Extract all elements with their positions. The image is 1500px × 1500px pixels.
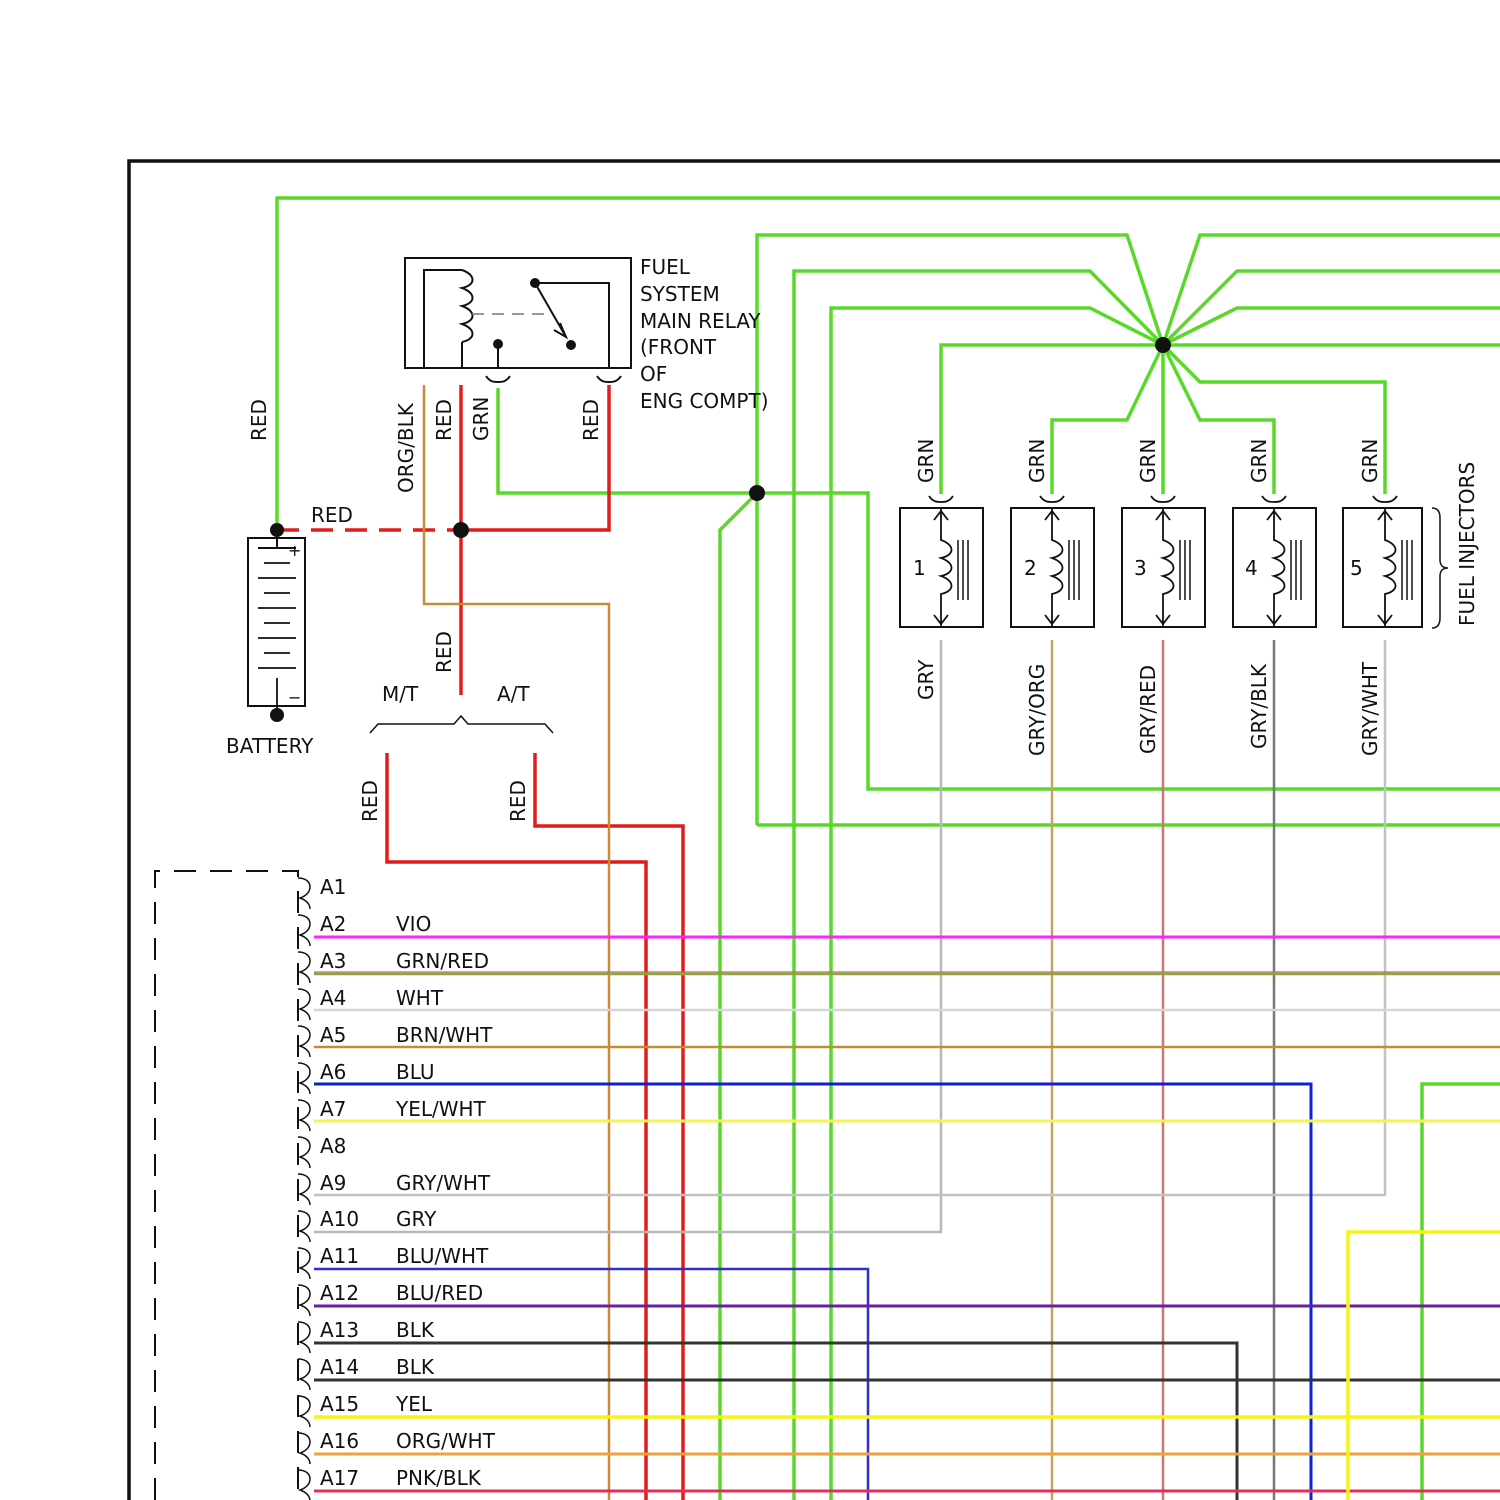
- injector-3-feed-label: GRN: [1136, 439, 1160, 483]
- wire-label-a15: YEL: [395, 1392, 433, 1416]
- wire-label-a2: VIO: [396, 912, 431, 936]
- relay-title-line-1: FUEL: [640, 255, 691, 279]
- injector-5-feed-label: GRN: [1358, 439, 1382, 483]
- injector-1-feed-label: GRN: [914, 439, 938, 483]
- wire-label-a3: GRN/RED: [396, 949, 489, 973]
- wire-grn-lower-right: [1422, 1084, 1500, 1500]
- injector-2-out-label: GRY/ORG: [1025, 664, 1049, 756]
- junction-dot-red: [453, 522, 469, 538]
- wire-label-a11: BLU/WHT: [396, 1244, 489, 1268]
- connector-pin-labels: A1 A2 A3 A4 A5 A6 A7 A8 A9 A10 A11 A12 A…: [320, 875, 359, 1490]
- wire-org-blk: [424, 385, 609, 1500]
- label-red-relay2: RED: [579, 399, 603, 441]
- wire-label-a6: BLU: [396, 1060, 435, 1084]
- junction-dot-grn: [749, 485, 765, 501]
- pin-a16: A16: [320, 1429, 359, 1453]
- pin-a10: A10: [320, 1207, 359, 1231]
- wire-label-a13: BLK: [396, 1318, 435, 1342]
- pin-a7: A7: [320, 1097, 346, 1121]
- injector-2-feed-label: GRN: [1025, 439, 1049, 483]
- wire-label-a7: YEL/WHT: [395, 1097, 487, 1121]
- injector-5-out-label: GRY/WHT: [1358, 661, 1382, 756]
- injector-5-number: 5: [1350, 556, 1363, 580]
- relay-title-line-4: (FRONT: [640, 335, 717, 359]
- junction-dot-splice: [1155, 337, 1171, 353]
- label-red-battery-vertical: RED: [247, 399, 271, 441]
- injector-3-number: 3: [1134, 556, 1147, 580]
- battery-plus-sign: +: [288, 541, 301, 560]
- injector-1-out-label: GRY: [914, 659, 938, 700]
- pin-a9: A9: [320, 1171, 346, 1195]
- pin-a4: A4: [320, 986, 346, 1010]
- wire-grn-right3: [1163, 308, 1500, 345]
- injector-group-label: FUEL INJECTORS: [1455, 462, 1479, 626]
- relay-title-line-5: OF: [640, 362, 667, 386]
- pin-a15: A15: [320, 1392, 359, 1416]
- label-red-relay1: RED: [432, 399, 456, 441]
- wire-red-mt: [387, 753, 646, 1500]
- pin-a13: A13: [320, 1318, 359, 1342]
- pin-a17: A17: [320, 1466, 359, 1490]
- injector-1-number: 1: [913, 556, 926, 580]
- pin-a1: A1: [320, 875, 346, 899]
- wire-grn-junction-right: [757, 493, 1500, 789]
- injector-group-brace: [1432, 508, 1448, 628]
- pin-a12: A12: [320, 1281, 359, 1305]
- pin-a3: A3: [320, 949, 346, 973]
- pin-a14: A14: [320, 1355, 359, 1379]
- pin-a8: A8: [320, 1134, 346, 1158]
- label-red-feed: RED: [432, 631, 456, 673]
- ecu-module-dashed-outline: [155, 871, 298, 1500]
- label-grn-relay: GRN: [469, 397, 493, 441]
- battery-minus-sign: −: [288, 688, 301, 707]
- pin-wires: [314, 937, 1500, 1500]
- wire-label-a10: GRY: [396, 1207, 437, 1231]
- label-mt: M/T: [382, 682, 419, 706]
- fuel-system-main-relay: [405, 258, 631, 382]
- injector-3-out-label: GRY/RED: [1136, 665, 1160, 754]
- relay-title-line-3: MAIN RELAY: [640, 309, 761, 333]
- connector-pin-brackets: [298, 878, 310, 1500]
- relay-title-line-6: ENG COMPT): [640, 389, 769, 413]
- wire-label-a5: BRN/WHT: [396, 1023, 493, 1047]
- wire-label-a16: ORG/WHT: [396, 1429, 496, 1453]
- injector-4-out-label: GRY/BLK: [1247, 663, 1271, 749]
- label-red-mt: RED: [358, 780, 382, 822]
- pin-a5: A5: [320, 1023, 346, 1047]
- wire-label-a9: GRY/WHT: [396, 1171, 491, 1195]
- wire-grn-junction-down: [720, 493, 757, 1500]
- wire-grn-v1: [757, 235, 1163, 825]
- relay-title-line-2: SYSTEM: [640, 282, 720, 306]
- wire-grn-v3: [831, 308, 1163, 1500]
- injector-4-number: 4: [1245, 556, 1258, 580]
- pin-a6: A6: [320, 1060, 346, 1084]
- wire-yel-right: [1348, 1232, 1500, 1500]
- transmission-brace: [370, 716, 553, 733]
- injector-4-feed-label: GRN: [1247, 439, 1271, 483]
- label-at: A/T: [497, 682, 530, 706]
- wire-grn-v2: [794, 271, 1163, 1500]
- label-org-blk: ORG/BLK: [394, 402, 418, 493]
- injector-2-number: 2: [1024, 556, 1037, 580]
- wire-label-a4: WHT: [396, 986, 444, 1010]
- battery-label: BATTERY: [226, 734, 314, 758]
- wire-label-a14: BLK: [396, 1355, 435, 1379]
- pin-a11: A11: [320, 1244, 359, 1268]
- pin-a2: A2: [320, 912, 346, 936]
- wire-label-a17: PNK/BLK: [396, 1466, 482, 1490]
- wire-grn-right1: [1163, 235, 1500, 345]
- injector-output-wires: [314, 640, 1385, 1500]
- connector-wire-labels: VIO GRN/RED WHT BRN/WHT BLU YEL/WHT GRY/…: [395, 912, 496, 1490]
- label-red-battery-horizontal: RED: [311, 503, 353, 527]
- wire-label-a12: BLU/RED: [396, 1281, 483, 1305]
- label-red-at: RED: [506, 780, 530, 822]
